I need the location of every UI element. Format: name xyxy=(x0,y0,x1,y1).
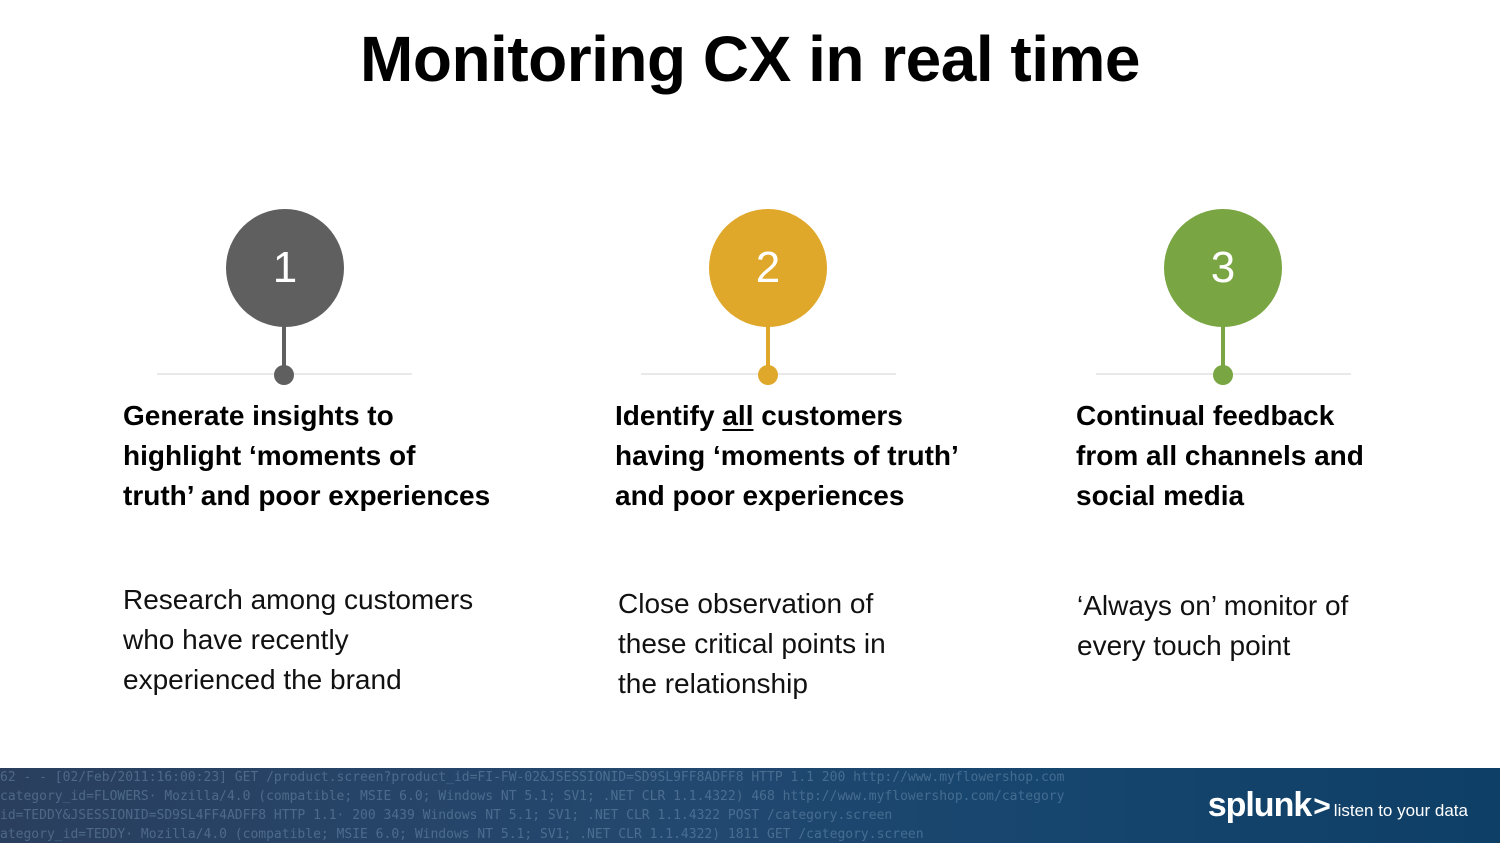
step-2-description: Close observation of these critical poin… xyxy=(618,584,1018,704)
step-2-stem xyxy=(766,325,770,375)
step-2-heading-line: having ‘moments of truth’ xyxy=(615,440,959,471)
log-text-line: ategory_id=TEDDY· Mozilla/4.0 (compatibl… xyxy=(0,827,924,842)
logo-wordmark: splunk xyxy=(1207,786,1313,824)
step-1-number-circle: 1 xyxy=(226,209,344,327)
step-2-dot xyxy=(758,365,778,385)
step-1-description-line: who have recently xyxy=(123,624,349,655)
step-3-heading-line: social media xyxy=(1076,480,1245,511)
step-2-number: 2 xyxy=(755,243,781,292)
log-text-line: 62 - - [02/Feb/2011:16:00:23] GET /produ… xyxy=(0,770,1065,785)
step-3-description-line: ‘Always on’ monitor of xyxy=(1077,590,1349,621)
step-1-description: Research among customers who have recent… xyxy=(123,580,523,700)
footer-banner: 62 - - [02/Feb/2011:16:00:23] GET /produ… xyxy=(0,768,1500,843)
step-3-heading-line: Continual feedback xyxy=(1076,400,1335,431)
log-text-line: id=TEDDY&JSESSIONID=SD9SL4FF4ADFF8 HTTP … xyxy=(0,808,893,823)
page-title: Monitoring CX in real time xyxy=(360,23,1140,95)
step-2-description-line: Close observation of xyxy=(618,588,874,619)
step-3-stem xyxy=(1221,325,1225,375)
step-1-stem xyxy=(282,325,286,375)
logo-tagline: listen to your data xyxy=(1333,801,1468,820)
step-2-heading-line: Identify all customers xyxy=(615,396,1015,436)
step-2-heading-text: Identify xyxy=(615,400,723,431)
step-1-description-line: experienced the brand xyxy=(123,664,402,695)
step-2-number-circle: 2 xyxy=(709,209,827,327)
chevron-right-icon: > xyxy=(1313,790,1331,823)
step-3-number: 3 xyxy=(1210,243,1236,292)
step-1-description-line: Research among customers xyxy=(123,584,474,615)
step-2-description-line: the relationship xyxy=(618,668,808,699)
step-3-heading-line: from all channels and xyxy=(1076,440,1364,471)
step-3-number-circle: 3 xyxy=(1164,209,1282,327)
step-3-heading: Continual feedback from all channels and… xyxy=(1076,396,1476,516)
step-2-heading-emphasis: all xyxy=(722,400,754,431)
step-3-description: ‘Always on’ monitor of every touch point xyxy=(1077,586,1477,666)
step-1-dot xyxy=(274,365,294,385)
step-3-dot xyxy=(1213,365,1233,385)
step-1-heading: Generate insights to highlight ‘moments … xyxy=(123,396,523,516)
log-text-line: category_id=FLOWERS· Mozilla/4.0 (compat… xyxy=(0,789,1065,804)
step-2-description-line: these critical points in xyxy=(618,628,886,659)
step-2-heading: Identify all customers having ‘moments o… xyxy=(615,396,1015,516)
step-3-description-line: every touch point xyxy=(1077,630,1291,661)
step-2-heading-line: and poor experiences xyxy=(615,480,905,511)
step-1-heading-line: Generate insights to xyxy=(123,400,394,431)
splunk-logo: splunk > listen to your data xyxy=(1208,786,1468,825)
step-1-heading-line: truth’ and poor experiences xyxy=(123,480,491,511)
step-1-number: 1 xyxy=(272,243,298,292)
step-2-heading-text: customers xyxy=(753,400,903,431)
step-1-heading-line: highlight ‘moments of xyxy=(123,440,416,471)
